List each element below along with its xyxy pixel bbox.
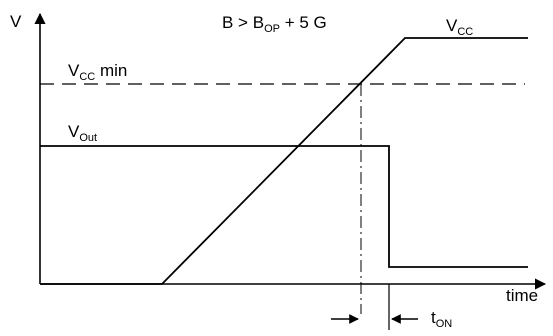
vout-label: VOut xyxy=(68,122,97,144)
vcc-curve xyxy=(40,37,528,285)
ton-label: tON xyxy=(431,308,452,330)
vcc-label: VCC xyxy=(446,16,473,38)
vcc-min-label: VCC min xyxy=(68,61,127,83)
vout-curve xyxy=(40,145,528,268)
x-axis-label: time xyxy=(506,286,538,305)
y-axis-label: V xyxy=(10,12,22,31)
condition-label: B > BOP + 5 G xyxy=(222,13,327,35)
